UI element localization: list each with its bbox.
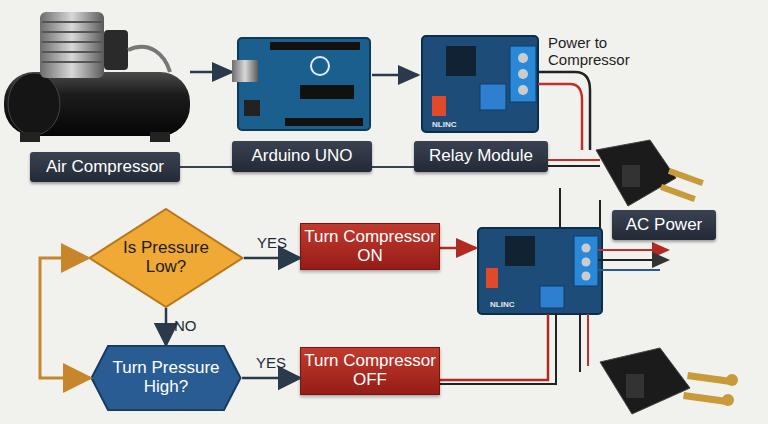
edge-label: YES xyxy=(256,354,286,371)
label-band: Air Compressor xyxy=(30,152,180,182)
part-marking: NLINC xyxy=(490,300,514,309)
flow-arrow xyxy=(244,257,300,260)
arduino-board xyxy=(232,38,370,130)
part-marking: NLINC xyxy=(432,120,456,129)
label-band: Relay Module xyxy=(414,141,548,172)
relay-module xyxy=(422,36,538,132)
node-text: AC Power xyxy=(626,216,703,235)
relay-module xyxy=(478,228,602,314)
label-band: AC Power xyxy=(612,210,716,240)
ac-plug xyxy=(600,348,738,414)
flow-arrow xyxy=(40,258,90,378)
flow-arrow xyxy=(242,377,300,380)
ac-plug xyxy=(596,140,704,206)
node-text: Relay Module xyxy=(429,147,533,166)
label-band: Arduino UNO xyxy=(232,141,372,172)
decision-diamond: Is Pressure Low? xyxy=(88,208,244,308)
process-box: Turn Compressor ON xyxy=(300,223,440,270)
decision-hexagon: Turn Pressure High? xyxy=(90,345,242,411)
annotation: Power to Compressor xyxy=(548,34,648,69)
node-text: Arduino UNO xyxy=(251,147,352,166)
edge-label: NO xyxy=(174,317,197,334)
node-text: Turn Compressor OFF xyxy=(301,352,439,389)
edge-label: YES xyxy=(257,234,287,251)
node-text: Air Compressor xyxy=(46,158,164,177)
flow-arrow xyxy=(165,308,168,345)
node-text: Turn Compressor ON xyxy=(301,228,439,265)
node-text: Is Pressure Low? xyxy=(118,239,214,276)
node-text: Turn Pressure High? xyxy=(112,359,220,396)
process-box: Turn Compressor OFF xyxy=(300,347,440,395)
air-compressor xyxy=(4,12,190,142)
